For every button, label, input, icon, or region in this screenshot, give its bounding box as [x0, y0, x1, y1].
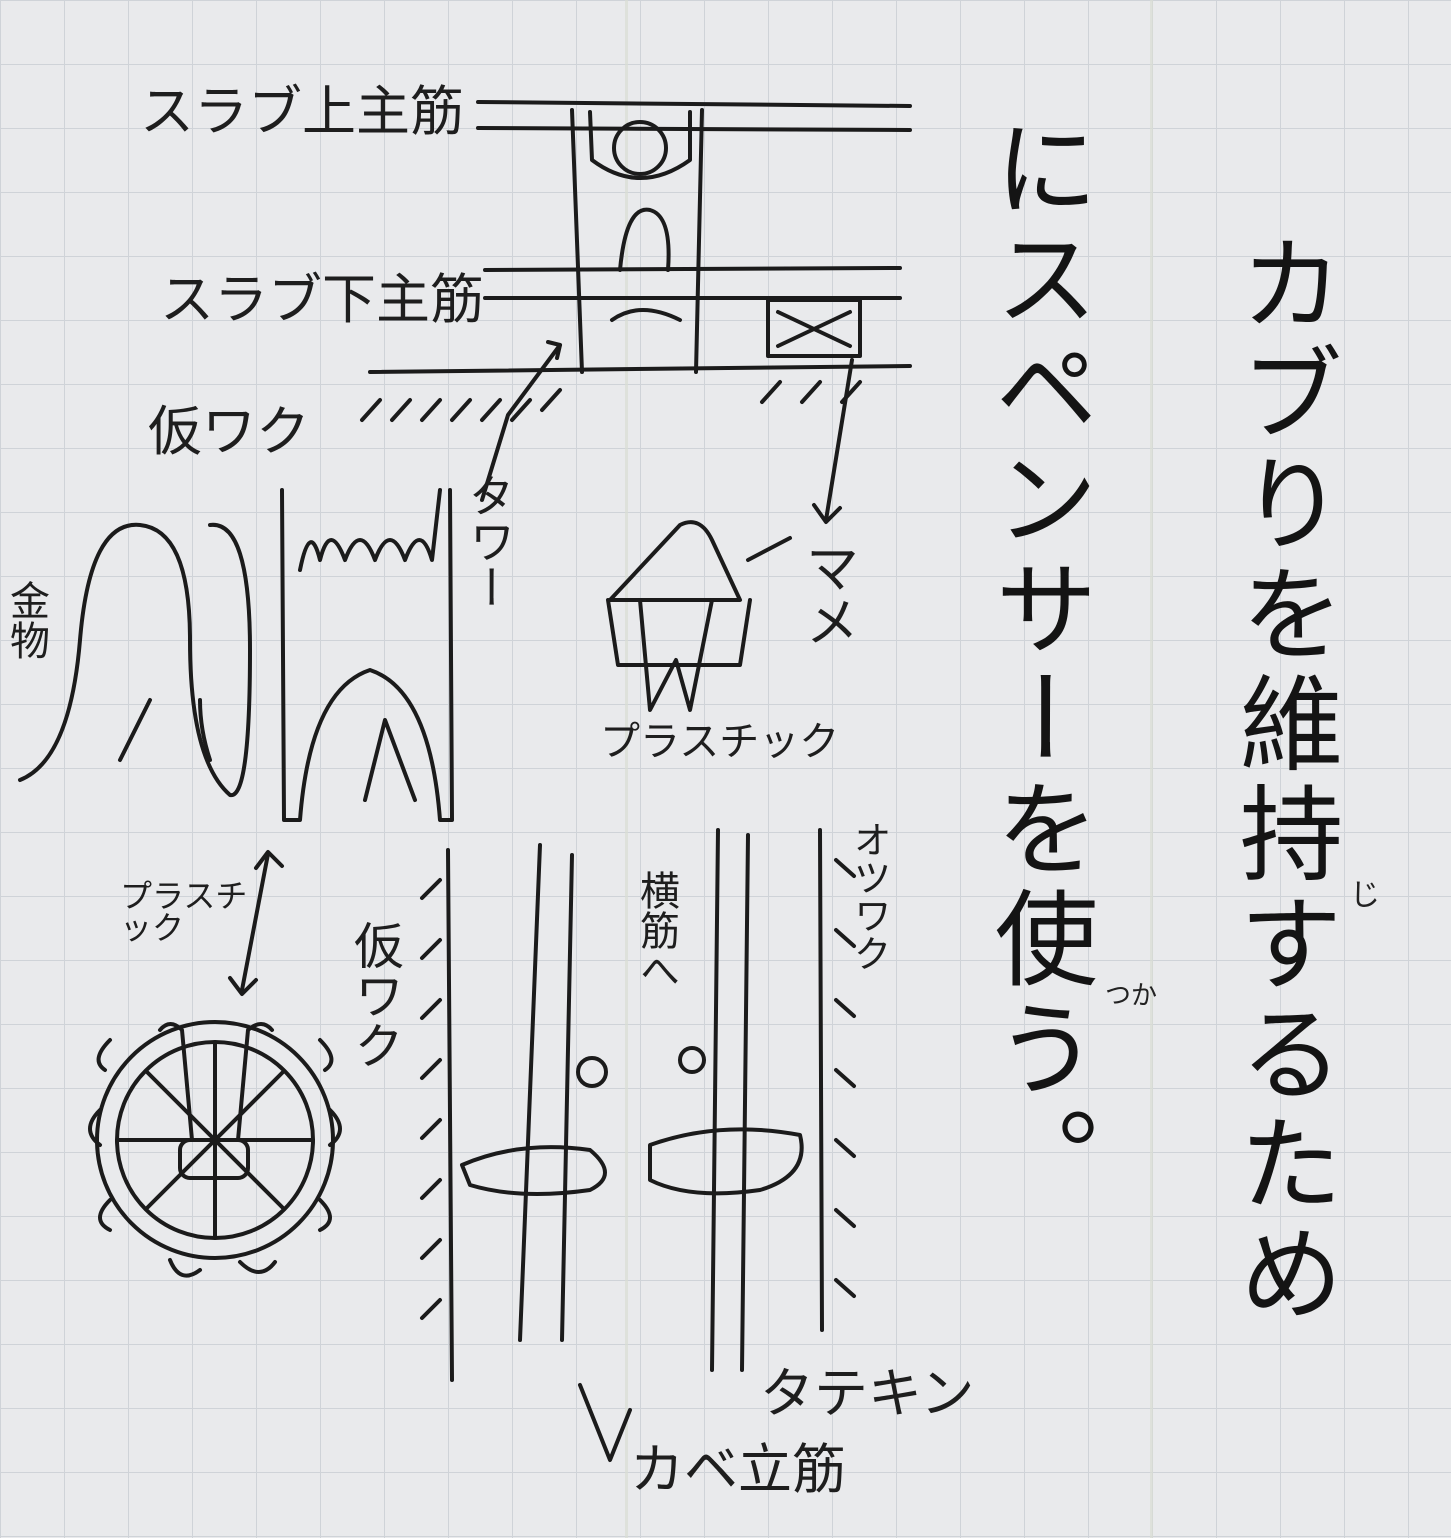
label-wall-vertical-rebar: カベ立筋 [630, 1438, 846, 1501]
arrows [228, 340, 854, 996]
heading-line2: にスペンサーを使う。 [976, 115, 1098, 1215]
label-temp-form-top: 仮ワク [148, 400, 310, 463]
label-kanamono: 金物 [3, 580, 49, 660]
mame-spacer-drawing [606, 520, 752, 712]
label-outer-form: オツワク [847, 820, 891, 972]
label-tower: タワー [462, 472, 516, 610]
label-slab-top-rebar: スラブ上主筋 [140, 80, 464, 143]
slab-rebars [360, 100, 912, 422]
metal-spacer-drawing [18, 488, 454, 822]
label-temp-form-side: 仮ワク [346, 920, 404, 1070]
label-mame: マメ [796, 540, 859, 648]
highlighter-line [625, 0, 628, 1538]
label-yokokin: 横筋へ [633, 870, 679, 990]
wall-section-drawing [420, 828, 856, 1462]
label-plastic-left: プラスチック [120, 877, 248, 947]
ruby-tsuka: つか [1105, 981, 1158, 1011]
heading-line1: カブりを維持するため [1221, 230, 1343, 1330]
label-slab-bottom-rebar: スラブ下主筋 [160, 268, 484, 331]
highlighter-line [1150, 0, 1153, 1538]
label-plastic-right: プラスチック [600, 719, 839, 765]
wheel-spacer-drawing [88, 1020, 342, 1278]
tower-spacer [570, 108, 862, 374]
label-tatekin: タテキン [760, 1362, 974, 1425]
ruby-ji: じ [1350, 878, 1380, 913]
